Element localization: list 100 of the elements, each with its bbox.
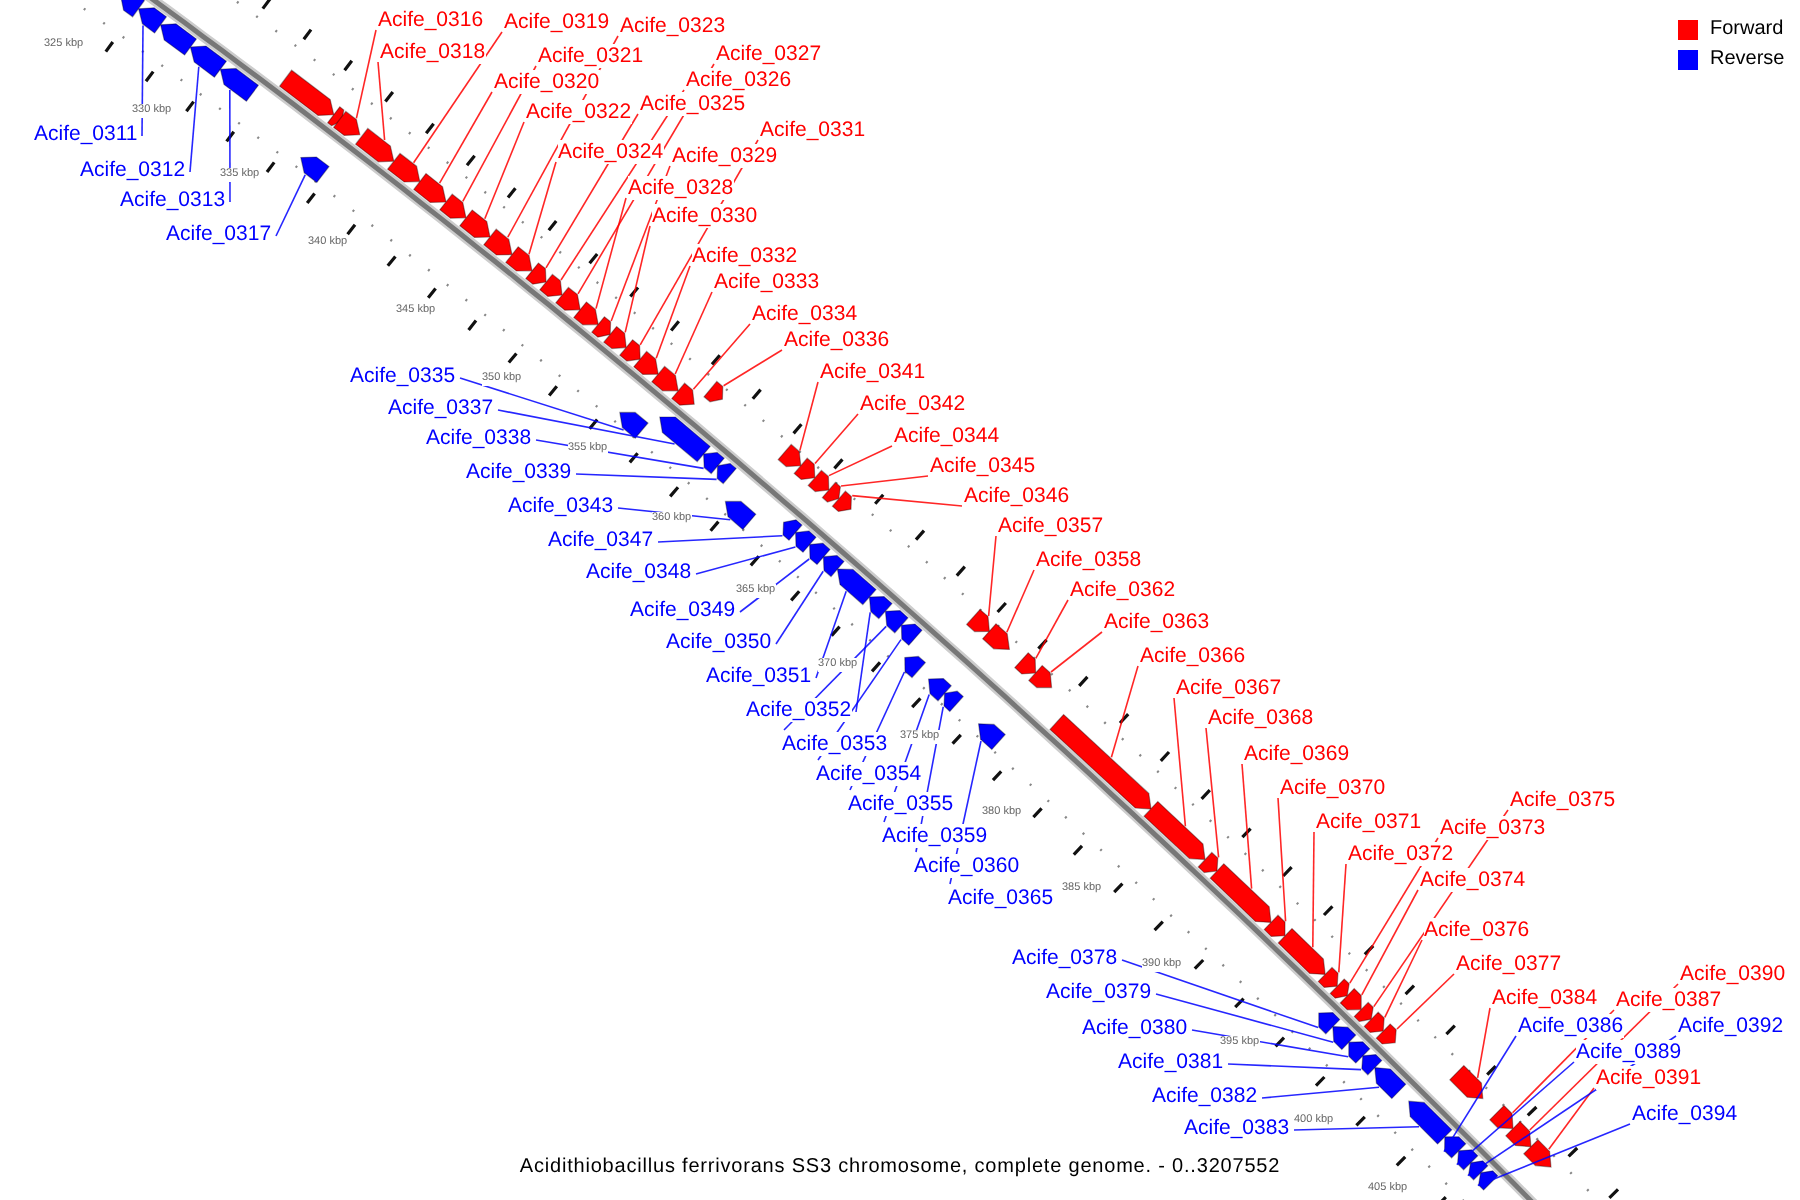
gene-feature [137,7,168,34]
leader-line [1384,939,1423,1019]
gene-feature [1477,1170,1499,1191]
leader-line [412,31,503,164]
gene-label: Acife_0346 [964,484,1070,508]
leader-line [828,445,893,477]
gene-feature [716,462,738,485]
gene-feature [572,301,599,326]
gene-feature [1277,927,1326,976]
gene-label: Acife_0313 [120,188,226,212]
gene-feature [602,325,627,350]
gene-label: Acife_0335 [350,364,456,388]
leader-line [459,377,625,431]
gene-label: Acife_0362 [1070,578,1176,602]
gene-label: Acife_0343 [508,494,614,518]
gene-feature [1332,1025,1357,1051]
gene-label: Acife_0390 [1680,962,1786,986]
gene-feature [504,245,533,272]
gene-label: Acife_0316 [378,8,484,32]
leader-line [528,161,557,255]
legend-label: Reverse [1710,48,1785,72]
leader-line [775,570,824,645]
gene-feature [831,490,852,513]
gene-label: Acife_0367 [1176,676,1282,700]
gene-label: Acife_0373 [1440,816,1546,840]
gene-feature [821,481,842,503]
gene-label: Acife_0348 [586,560,692,584]
gene-feature [807,469,830,493]
gene-label: Acife_0354 [816,762,922,786]
leader-line [484,121,525,220]
leader-line [1227,1063,1362,1071]
gene-label: Acife_0360 [914,854,1020,878]
leader-line [535,439,705,470]
gene-label: Acife_0371 [1316,810,1422,834]
gene-feature [300,156,330,184]
gene-feature [1448,1064,1484,1100]
gene-label: Acife_0382 [1152,1084,1258,1108]
leader-line [657,535,784,543]
gene-label: Acife_0339 [466,460,572,484]
gene-feature [1209,862,1272,924]
gene-feature [1361,1053,1383,1076]
leader-line [1110,665,1139,758]
leader-line [722,349,783,387]
gene-feature [618,338,641,362]
leader-line [1155,993,1334,1043]
gene-feature [554,286,581,311]
gene-feature [659,416,712,463]
gene-label: Acife_0372 [1348,842,1454,866]
gene-feature [724,500,757,531]
gene-feature [793,457,816,481]
gene-feature [965,608,991,633]
gene-feature [702,451,726,475]
gene-label: Acife_0312 [80,158,186,182]
gene-label: Acife_0318 [380,40,486,64]
leader-line [739,558,810,613]
gene-feature [1374,1066,1407,1100]
gene-label: Acife_0378 [1012,946,1118,970]
gene-feature [332,110,361,136]
gene-feature [1197,851,1219,874]
gene-feature [703,380,724,403]
gene-label: Acife_0359 [882,824,988,848]
gene-feature [904,655,927,679]
leader-line [1050,631,1103,673]
gene-feature [278,69,335,116]
leader-line [1241,763,1253,890]
gene-label: Acife_0377 [1456,952,1562,976]
leader-line [1173,697,1187,827]
gene-feature [1339,987,1362,1011]
gene-feature [1348,1041,1371,1064]
gene-feature [386,152,421,183]
gene-label: Acife_0375 [1510,788,1616,812]
gene-feature [782,519,803,542]
gene-feature [1522,1138,1552,1168]
gene-feature [884,610,909,634]
gene-label: Acife_0389 [1576,1040,1682,1064]
gene-label: Acife_0387 [1616,988,1722,1012]
gene-feature [981,622,1011,651]
gene-feature [1504,1120,1532,1148]
gene-label: Acife_0330 [652,204,758,228]
gene-label: Acife_0337 [388,396,494,420]
gene-label: Acife_0331 [760,118,866,142]
leader-line [229,89,231,203]
gene-label: Acife_0322 [526,100,632,124]
gene-feature [354,127,395,163]
gene-feature [619,411,649,440]
gene-feature [438,193,467,219]
leader-line [1006,569,1035,633]
gene-feature [1444,1136,1467,1159]
leader-line [1338,863,1347,974]
gene-label: Acife_0333 [714,270,820,294]
leader-line [987,535,997,617]
gene-label: Acife_0334 [752,302,858,326]
gene-label: Acife_0350 [666,630,772,654]
caption: Acidithiobacillus ferrivorans SS3 chromosome, complete genome. - 0..3207552 [517,1156,1283,1178]
gene-feature [795,530,817,554]
gene-label: Acife_0355 [848,792,954,816]
gene-feature [977,723,1007,751]
leader-line [1205,727,1220,859]
gene-label: Acife_0376 [1424,918,1530,942]
leader-line [840,475,929,487]
